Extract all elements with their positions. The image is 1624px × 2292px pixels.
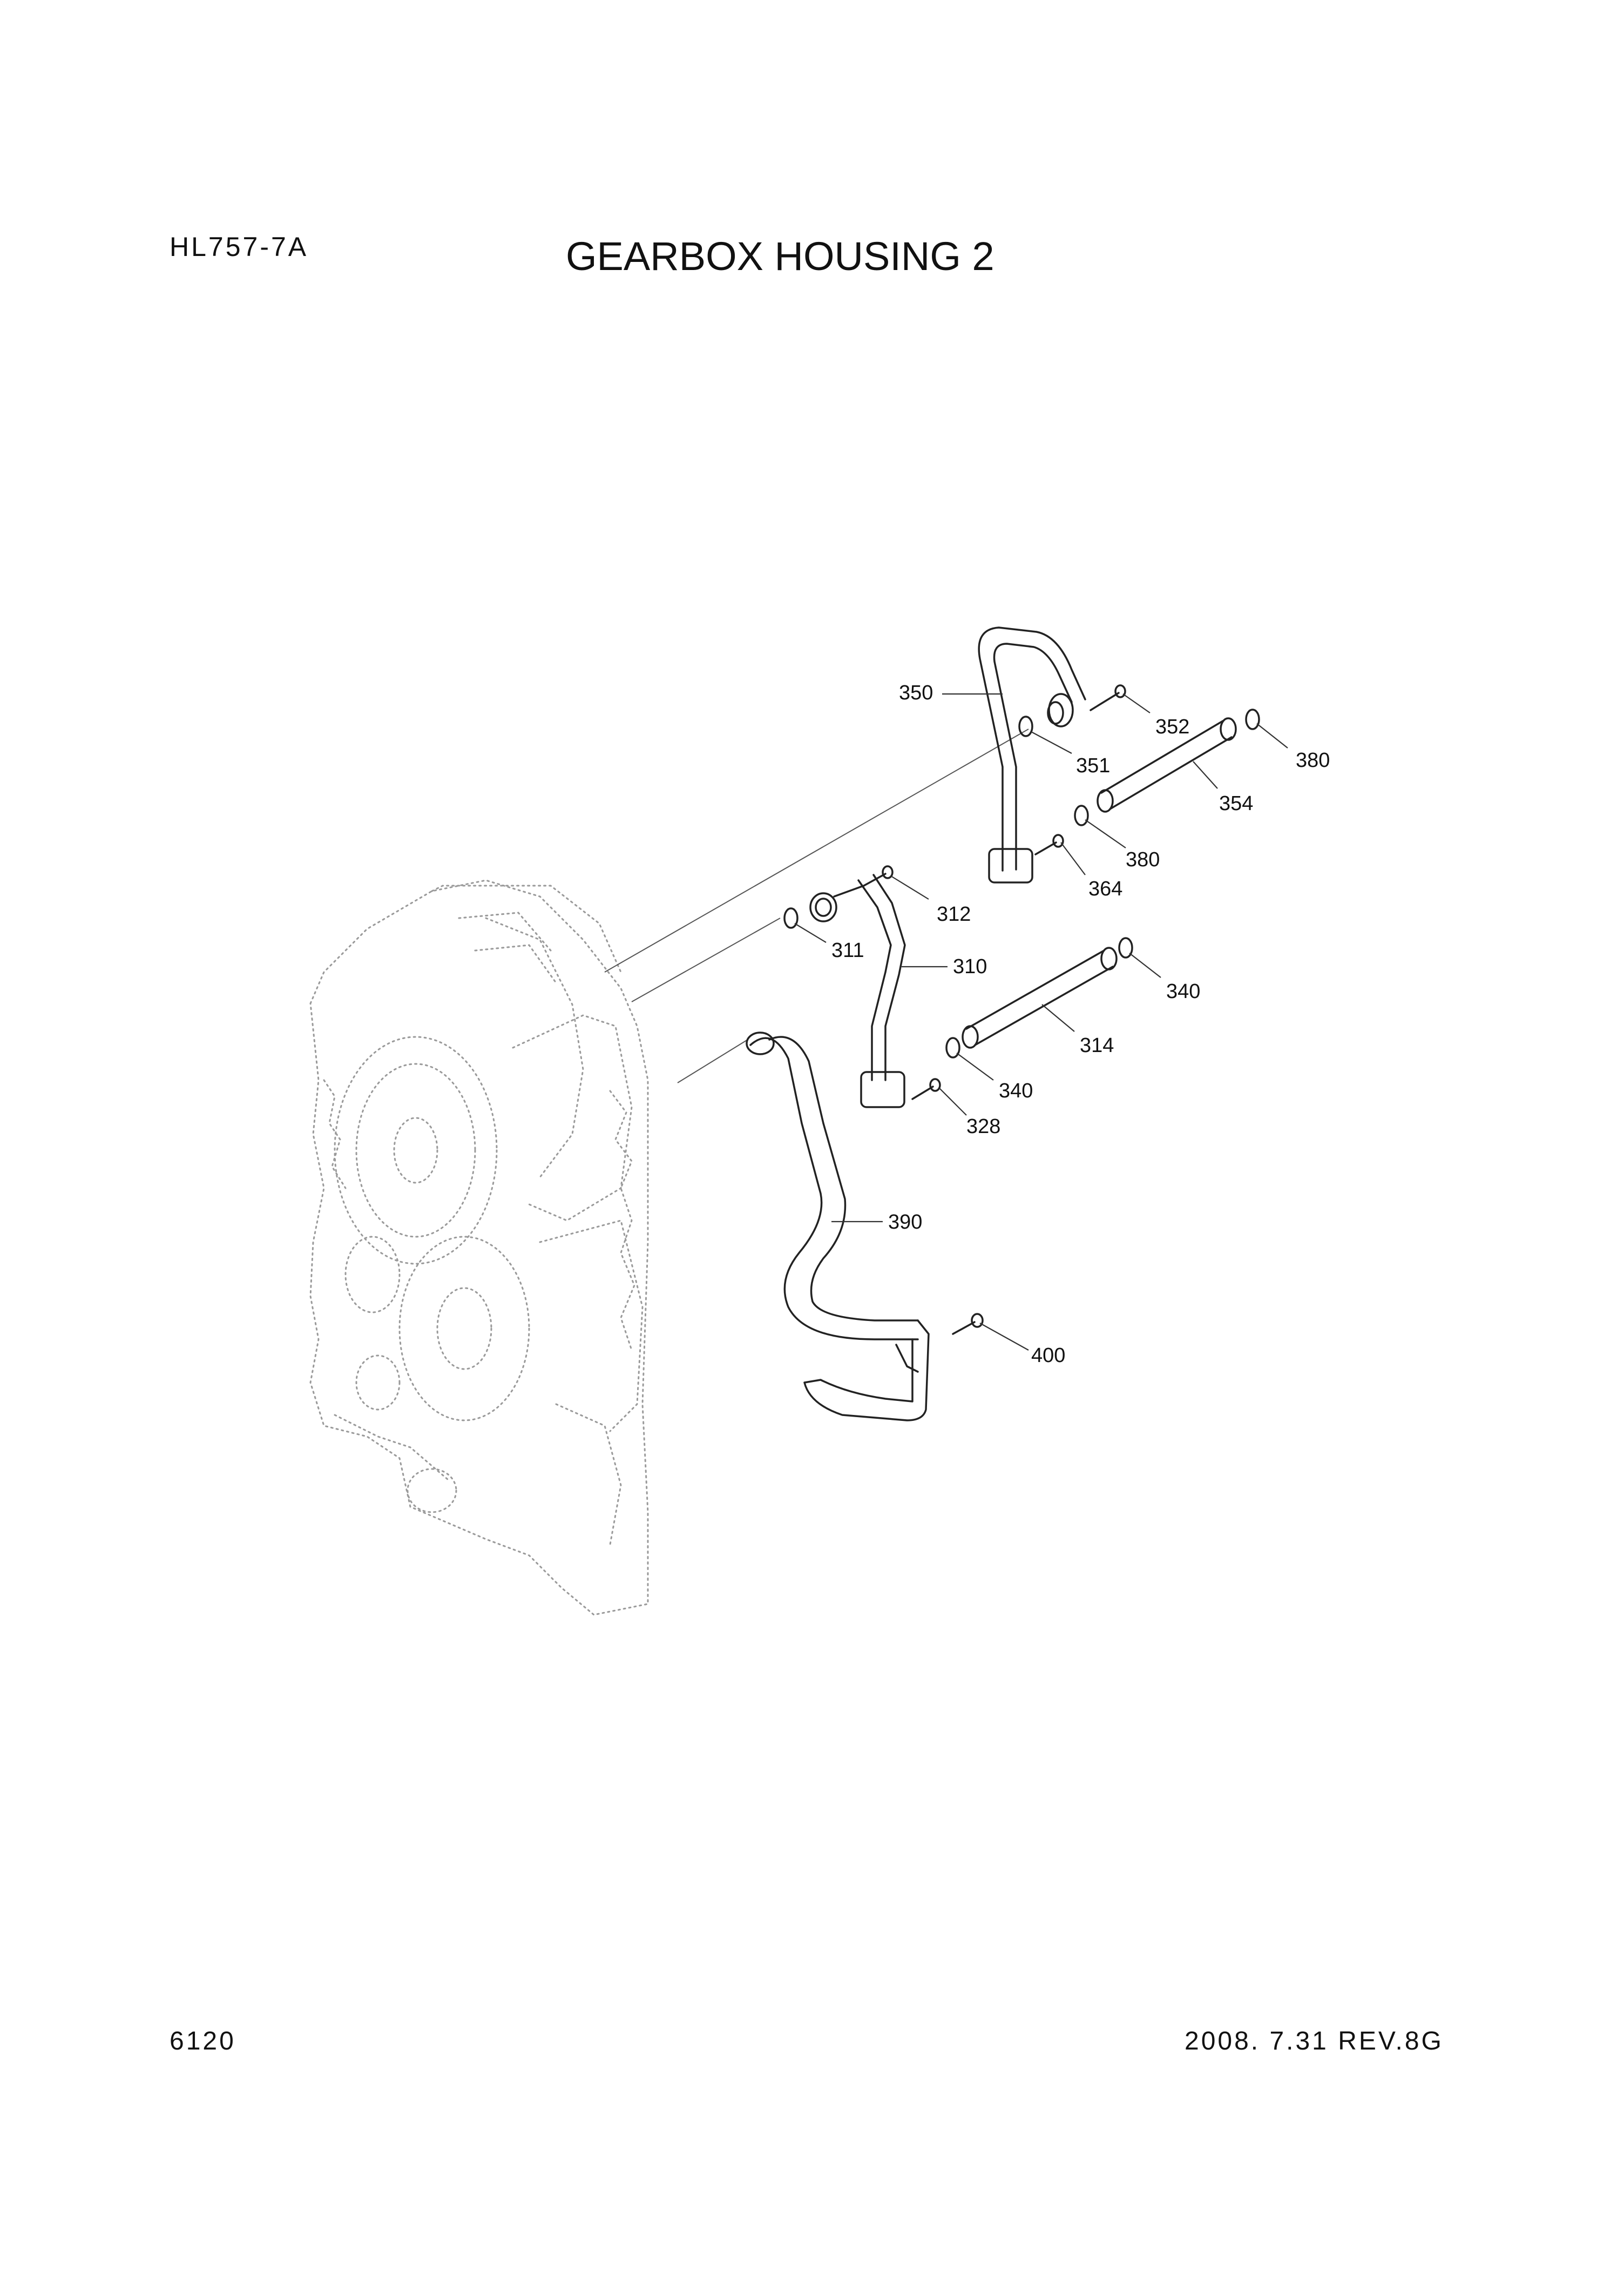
assembly-axis-lines [604,729,1029,1083]
callout-340-bottom: 340 [999,1080,1033,1102]
o-ring-380-right [1245,709,1260,730]
callout-314: 314 [1080,1034,1114,1057]
callout-364: 364 [1088,878,1122,900]
callout-390: 390 [888,1211,922,1233]
bolt-312 [863,865,894,887]
callout-312: 312 [937,903,971,926]
callout-380-middle: 380 [1126,848,1160,871]
callout-352: 352 [1155,716,1189,738]
callout-310: 310 [953,955,987,978]
callout-311: 311 [831,939,864,962]
tube-354 [1097,717,1237,813]
oil-pipe-310 [809,874,906,1108]
bolt-328 [911,1078,941,1100]
bolt-400 [952,1313,984,1335]
callout-labels: 350 352 380 351 354 380 364 312 311 310 … [831,682,1330,1367]
callout-400: 400 [1031,1344,1065,1367]
callout-351: 351 [1076,754,1110,777]
callout-354: 354 [1219,792,1253,815]
model-code: HL757-7A [170,232,309,262]
bolt-364 [1034,834,1064,855]
o-ring-351 [1018,716,1033,737]
o-ring-340-right [1118,937,1133,959]
callout-340-top: 340 [1166,980,1200,1003]
gearbox-housing-outline [309,879,649,1616]
o-ring-380-left [1074,805,1089,826]
o-ring-311 [783,907,799,929]
callout-380-top: 380 [1296,749,1330,772]
page-title: GEARBOX HOUSING 2 [566,234,994,279]
o-ring-340-left [945,1037,960,1059]
leader-lines [794,693,1288,1351]
callout-350: 350 [899,682,933,704]
oil-pipe-350 [978,626,1086,884]
bolt-352 [1090,684,1126,711]
callout-328: 328 [966,1115,1000,1138]
page-number: 6120 [170,2027,236,2055]
revision-date: 2008. 7.31 REV.8G [1185,2027,1444,2055]
suction-pipe-390 [746,1032,930,1421]
